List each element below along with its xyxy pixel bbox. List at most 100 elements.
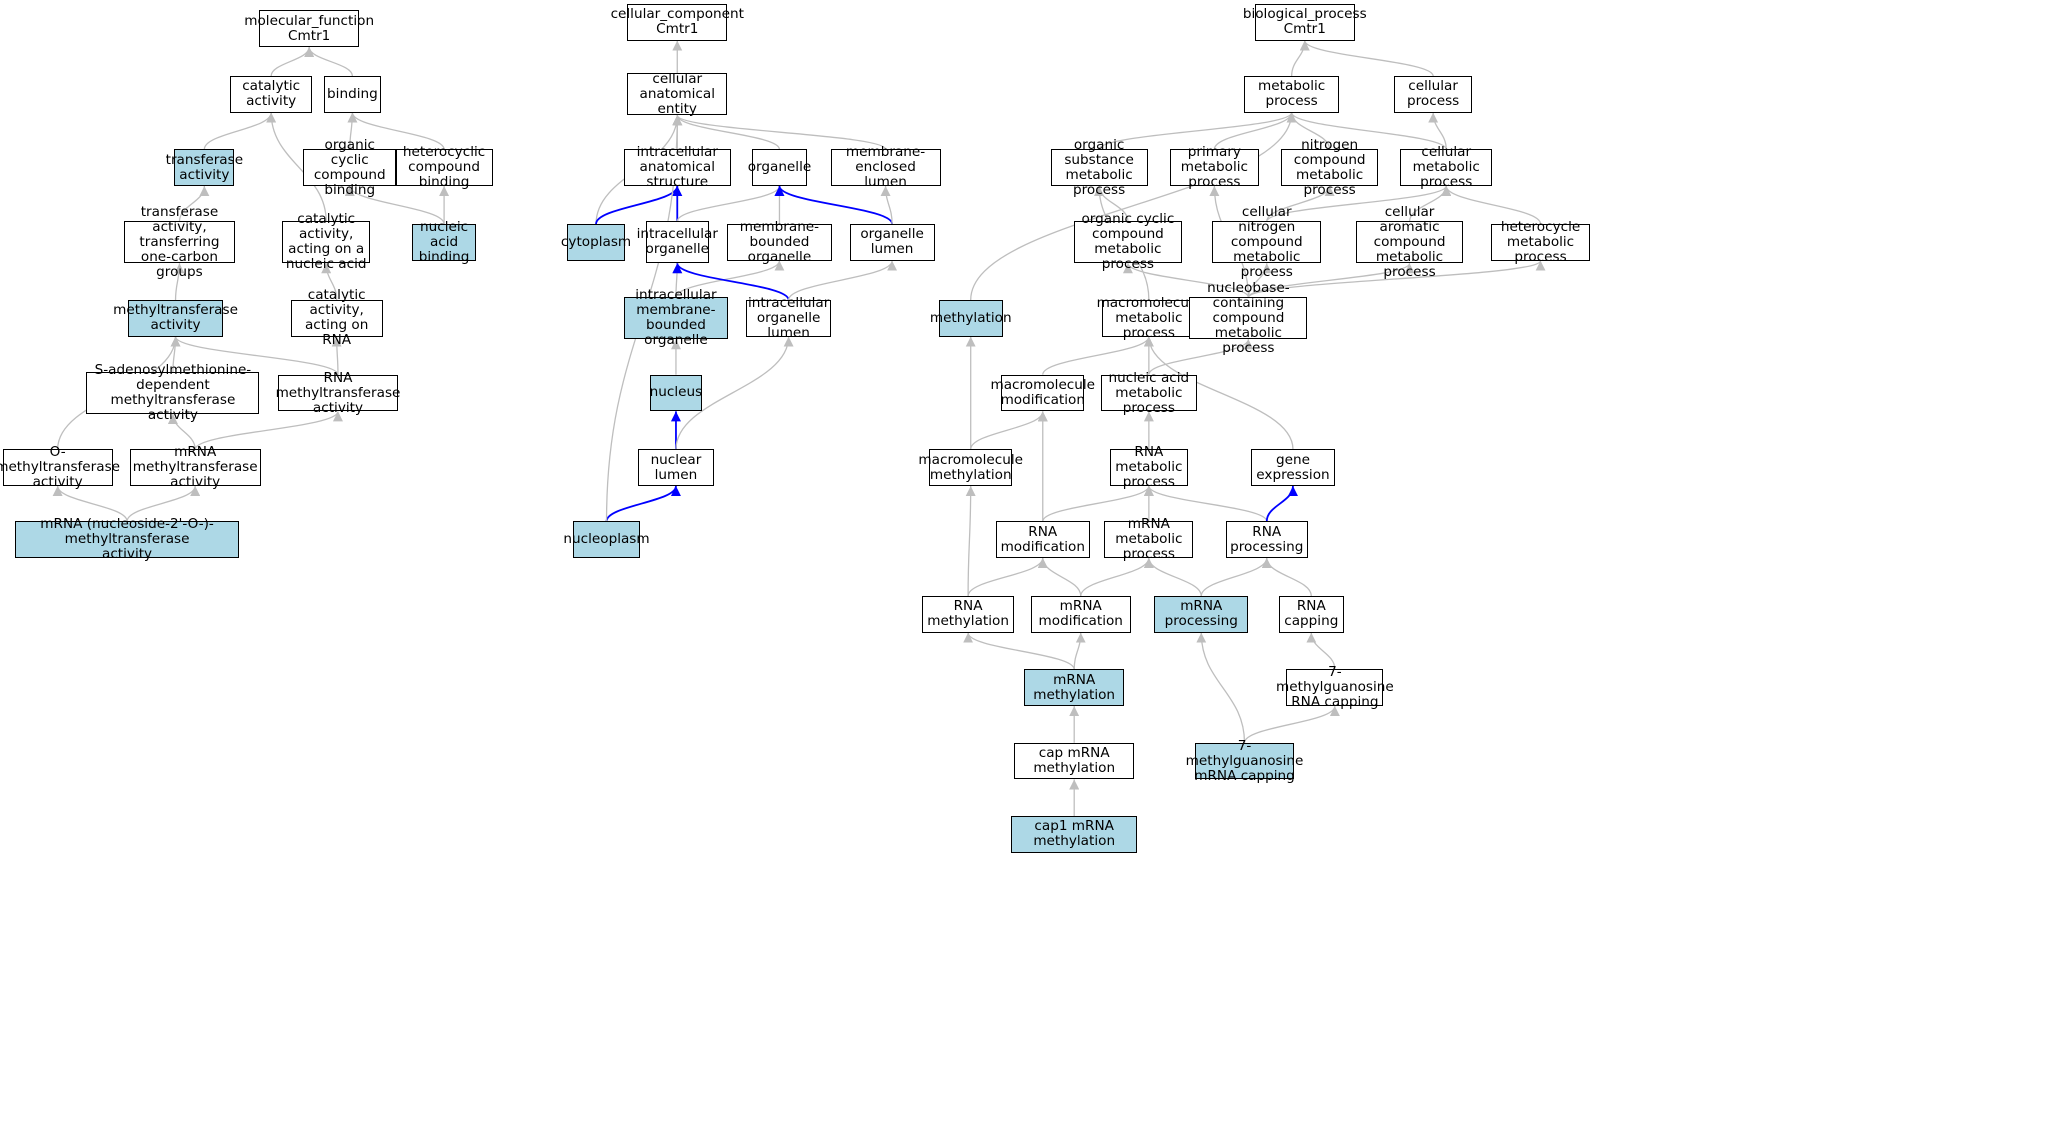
edge-nbcmp-to-cncmp [1247,263,1272,298]
edge-rproc-to-ge [1265,485,1298,522]
go-term-node-nuc: nucleus [650,374,702,412]
go-term-node-bp: biological_process Cmtr1 [1243,3,1367,41]
go-term-node-pmp: primary metabolic process [1169,145,1259,190]
go-term-node-iol: intracellular organelle lumen [746,294,832,341]
edge-mrproc-to-mrmp [1143,557,1202,597]
edge-trans-to-cat [203,112,277,150]
edge-cncmp-to-cmp [1266,185,1452,222]
go-term-node-ncmp: nitrogen compound metabolic process [1281,137,1379,197]
go-term-node-mrnamt: mRNA methyltransferase activity [129,445,261,490]
go-term-node-tac: transferase activity, transferring one-c… [123,204,236,279]
edge-ge-to-mmp [1143,336,1294,450]
edge-imbo-to-mbo [675,260,785,298]
go-term-node-org: organelle [748,149,811,186]
edge-namp-to-nbcmp [1148,339,1254,375]
edge-ol-to-org [774,185,894,225]
go-term-node-cp: cellular process [1394,75,1472,113]
edge-rproc-to-rmp [1143,485,1268,522]
edge-hcb-to-bind [347,112,445,150]
edge-mm-to-mmp [1042,336,1154,375]
go-term-node-nbcmp: nucleobase-containing compound metabolic… [1189,280,1308,355]
edge-tac-to-trans [178,185,210,222]
go-term-node-sam: S-adenosylmethionine-dependent methyltra… [86,363,260,422]
go-term-node-namp: nucleic acid metabolic process [1101,370,1197,415]
go-term-node-ias: intracellular anatomical structure [623,145,731,190]
go-term-node-nl: nuclear lumen [637,449,714,486]
edge-ol-to-mel [880,186,893,225]
go-term-node-hmp: heterocycle metabolic process [1491,219,1590,264]
go-term-node-rcap: RNA capping [1278,596,1345,633]
go-term-node-mbo: membrane-bounded organelle [727,219,832,264]
go-term-node-rmeth: RNA methylation [922,596,1014,633]
go-term-node-nab: nucleic acid binding [411,219,477,264]
go-term-node-m7rcap: 7-methylguanosine RNA capping [1276,664,1394,711]
edge-osmp-to-mp [1098,112,1297,150]
edge-hmp-to-cmp [1441,185,1542,225]
go-term-node-mrmeth: mRNA methylation [1024,669,1124,707]
edge-mrna2o-to-mrnamt [126,485,201,522]
edge-mrmeth-to-mrmod [1073,632,1086,670]
go-term-node-bind: binding [324,75,381,113]
go-term-node-mel: membrane-enclosed lumen [830,145,941,190]
edge-mmeth-to-mm [970,411,1048,450]
edge-mrproc-to-rproc [1200,557,1272,597]
go-term-node-ol: organelle lumen [849,224,935,261]
go-term-node-cncmp: cellular nitrogen compound metabolic pro… [1212,204,1322,279]
edge-m7rcap-to-rcap [1306,632,1336,670]
go-term-node-cap1: cap1 mRNA methylation [1011,816,1138,853]
go-term-node-mm: macromolecule modification [990,374,1095,412]
go-term-node-np: nucleoplasm [563,521,650,559]
edge-iol-to-io [672,262,790,301]
go-term-node-imbo: intracellular membrane-bounded organelle [623,288,729,348]
go-term-node-hcb: heterocyclic compound binding [395,145,493,190]
edge-cp-to-bp [1299,40,1434,77]
edge-nbcmp-to-occmp [1122,263,1250,298]
edge-m7mcap-to-m7rcap [1243,705,1340,743]
go-term-node-mrmod: mRNA modification [1030,596,1131,633]
go-term-node-cmp: cellular metabolic process [1400,145,1493,190]
go-term-node-cacmp: cellular aromatic compound metabolic pro… [1355,204,1464,279]
go-term-node-osmp: organic substance metabolic process [1050,137,1148,197]
edge-np-to-nl [605,485,681,522]
edge-mrmod-to-rmod [1037,557,1082,597]
edge-m7mcap-to-mrproc [1196,632,1246,743]
go-term-node-mrmp: mRNA metabolic process [1104,517,1194,562]
edge-nab-to-occb [344,185,445,225]
edge-mrmod-to-mrmp [1080,557,1154,597]
go-term-node-cc: cellular_component Cmtr1 [611,3,744,41]
go-term-node-mrproc: mRNA processing [1154,596,1249,633]
edge-cmp-to-mp [1286,112,1447,150]
go-term-node-mp: metabolic process [1243,75,1340,113]
edge-cmp-to-cp [1428,112,1447,150]
edge-cyto-to-ias [595,185,683,225]
edge-mrnamt-to-sam [167,413,196,450]
edge-mp-to-bp [1291,40,1310,76]
edge-nbcmp-to-hmp [1247,260,1546,298]
go-term-node-cat: catalytic activity [229,75,313,113]
go-term-node-cana: catalytic activity, acting on a nucleic … [282,212,371,272]
go-term-node-cae: cellular anatomical entity [627,71,728,116]
edge-nl-to-iol [675,336,794,450]
go-term-node-mmp: macromolecule metabolic process [1096,294,1202,341]
go-term-node-occb: organic cyclic compound binding [303,137,397,197]
go-term-node-mta: methyltransferase activity [113,299,238,337]
edge-mrmeth-to-rmeth [963,632,1075,670]
edge-rcap-to-rproc [1261,557,1312,597]
go-term-node-occmp: organic cyclic compound metabolic proces… [1073,212,1183,272]
edge-bind-to-mf [304,46,354,77]
go-term-node-mf: molecular_function Cmtr1 [244,10,374,48]
go-term-node-rmp: RNA metabolic process [1109,445,1189,490]
edge-nbcmp-to-cacmp [1247,262,1415,298]
edge-rmeth-to-mmeth [965,486,976,597]
go-term-node-trans: transferase activity [166,149,243,186]
edge-rnamt-to-carna [331,336,342,375]
go-term-node-cyto: cytoplasm [561,224,631,261]
go-term-node-rproc: RNA processing [1225,521,1309,559]
go-term-node-mrna2o: mRNA (nucleoside-2'-O-)-methyltransferas… [15,517,240,562]
edge-cat-to-mf [270,46,315,77]
edge-rmeth-to-rmod [967,557,1048,597]
go-term-node-omt: O-methyltransferase activity [0,444,121,491]
go-term-node-m7mcap: 7-methylguanosine mRNA capping [1185,737,1304,784]
edge-cana-to-cat [266,112,327,222]
